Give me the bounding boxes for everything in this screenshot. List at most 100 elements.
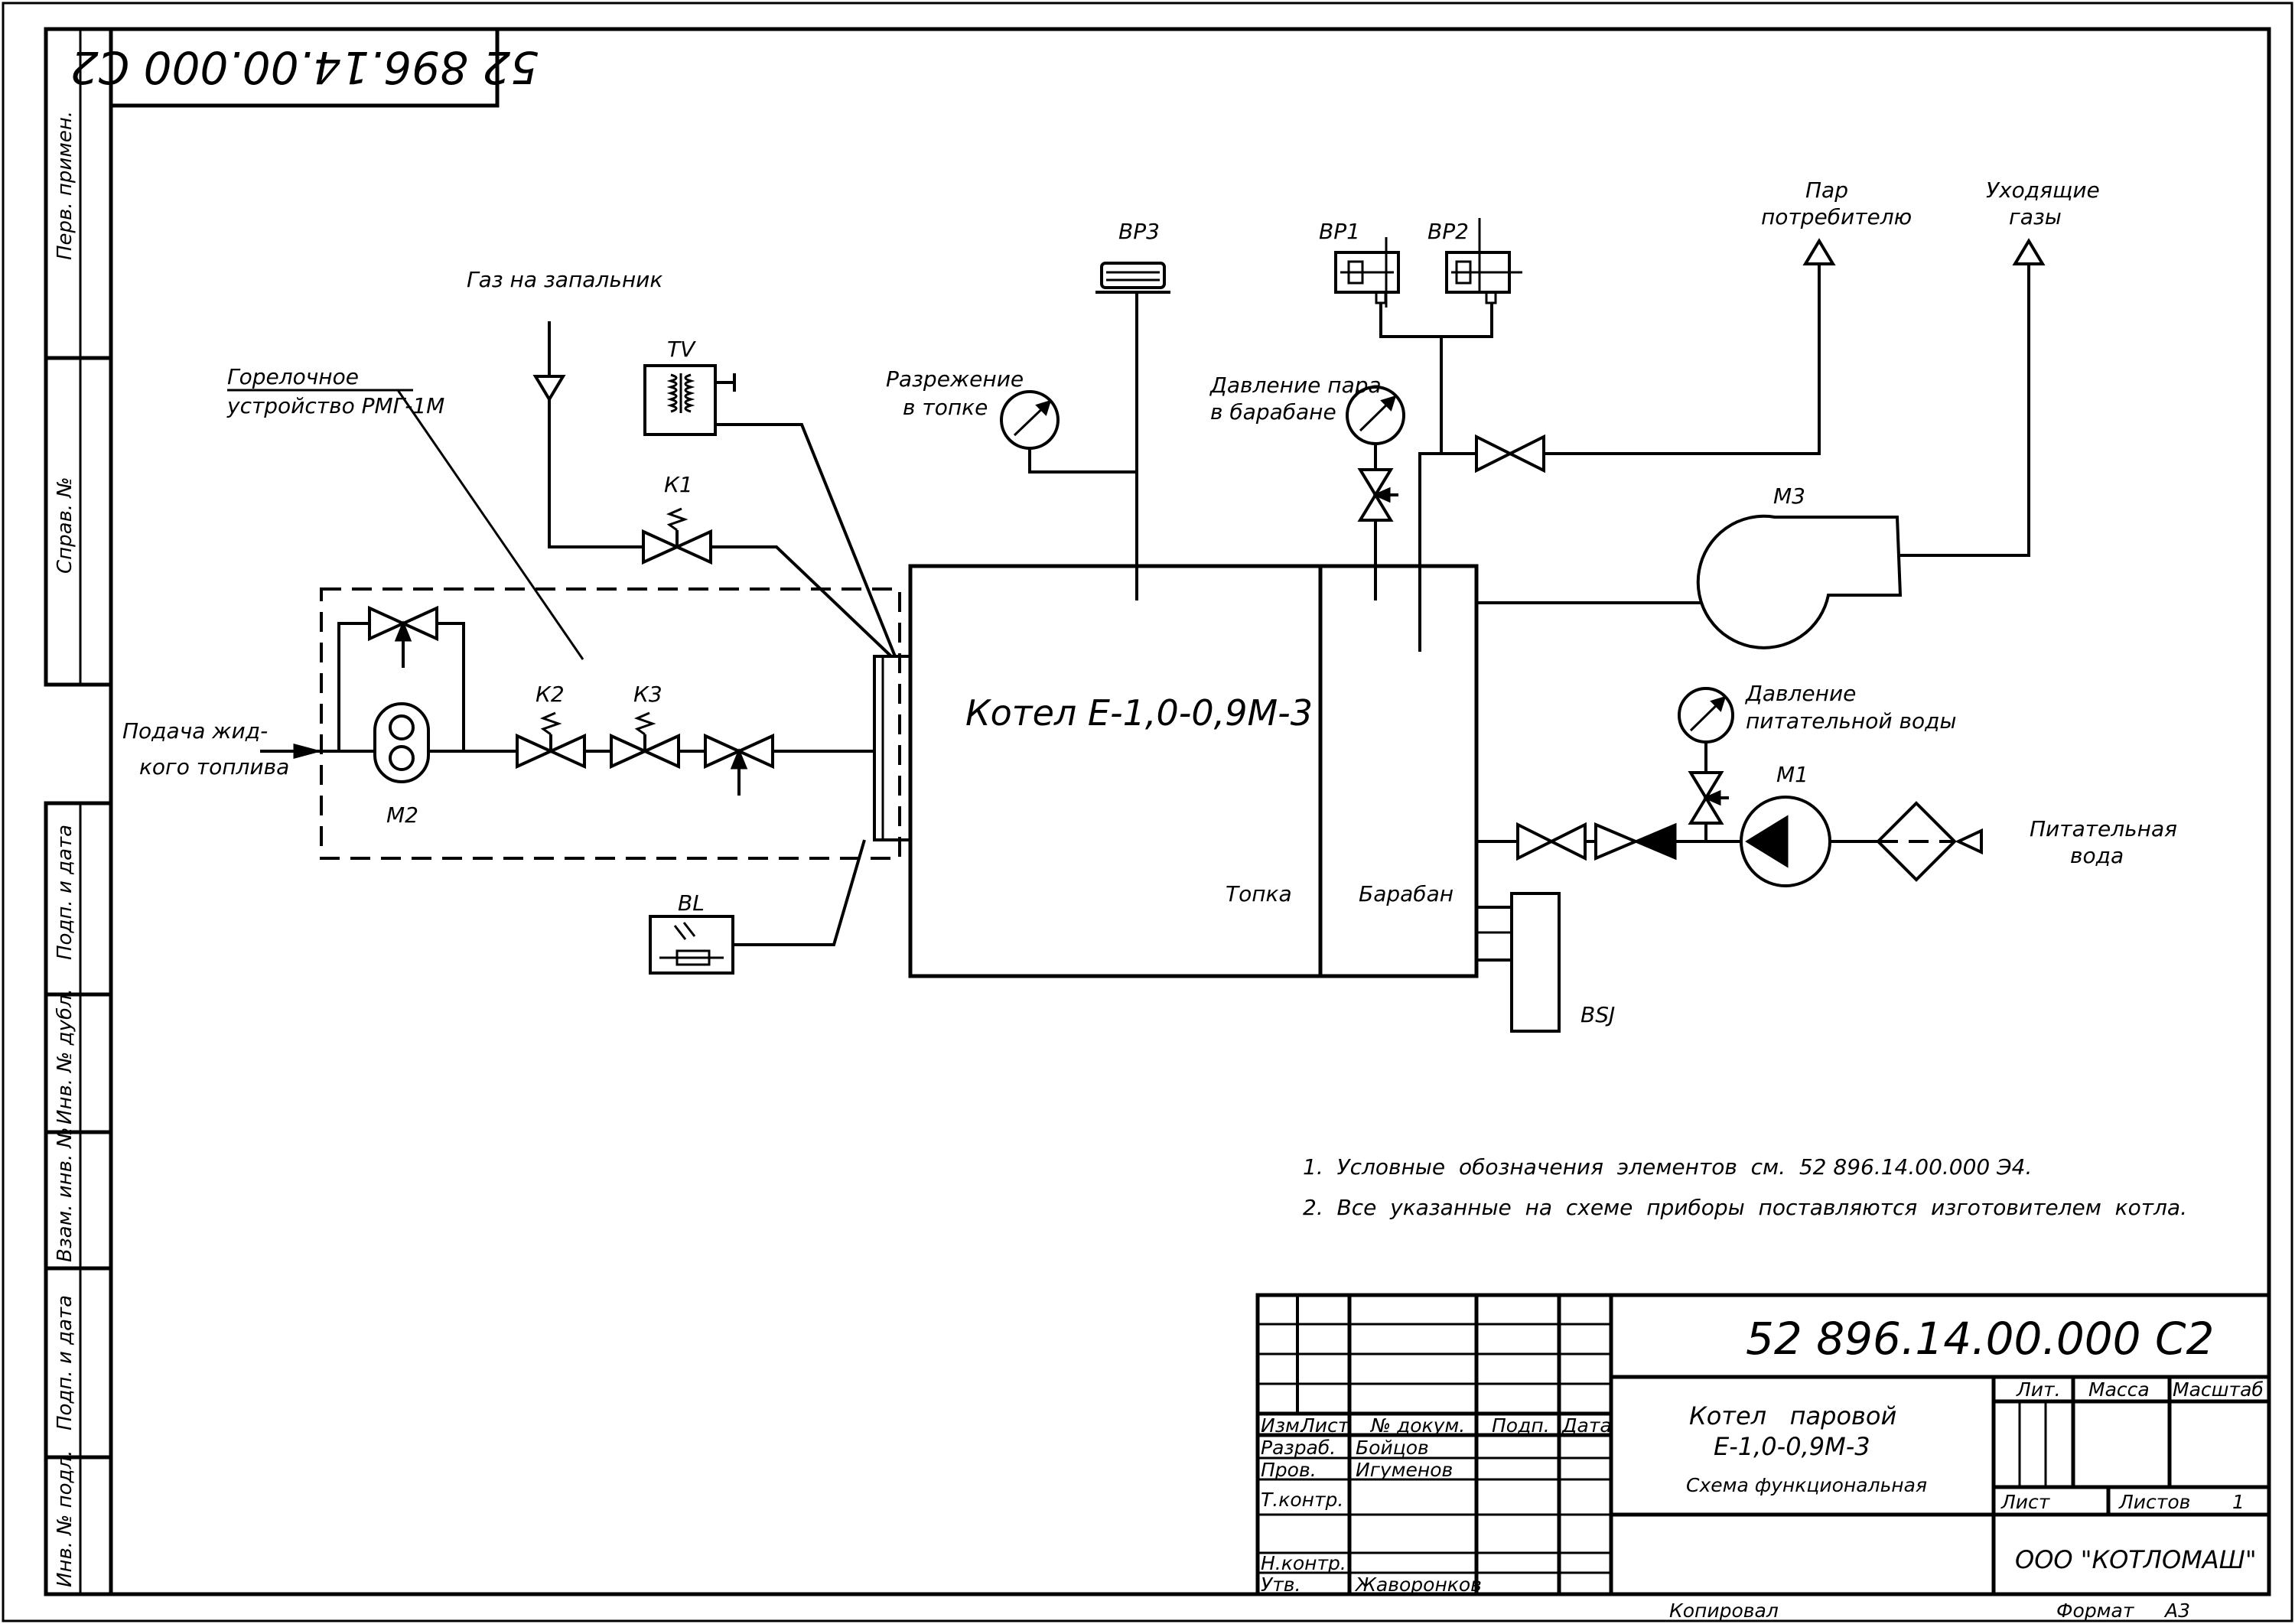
label-steam-2: потребителю: [1761, 204, 1912, 229]
gauge-furnace-vacuum: [1000, 390, 1060, 450]
label-m1: М1: [1776, 762, 1808, 787]
label-flue-2: газы: [2009, 204, 2062, 229]
fan-m3: [1696, 514, 1903, 649]
tb-name-2: Е-1,0-0,9М-3: [1714, 1432, 1870, 1461]
gauge-feedwater-valve: [1688, 771, 1729, 825]
tb-name-1: Котел паровой: [1689, 1401, 1896, 1430]
side-label-perv: Перв. примен.: [54, 111, 76, 260]
level-controller-bsj: [1476, 892, 1561, 1033]
label-boiler: Котел Е-1,0-0,9М-3: [965, 692, 1313, 734]
tb-massa: Масса: [2088, 1378, 2150, 1401]
side-label-inv-dubl: Инв. № дубл.: [54, 988, 76, 1124]
label-feed-2: кого топлива: [139, 754, 289, 779]
valve-k1: [642, 507, 712, 565]
tb-sheet: Лист: [2000, 1491, 2051, 1513]
note-2: 2. Все указанные на схеме приборы постав…: [1303, 1195, 2187, 1220]
side-label-podp-2: Подп. и дата: [54, 1295, 76, 1430]
tb-prov: Пров.: [1261, 1459, 1317, 1481]
label-flue-1: Уходящие: [1986, 177, 2100, 203]
label-k1: К1: [664, 472, 693, 497]
label-bp2: ВР2: [1427, 219, 1469, 244]
pump-m1: [1740, 796, 1831, 887]
boiler-body: [908, 564, 1479, 978]
bottom-strip: Копировал Формат А3: [1669, 1600, 2190, 1622]
feedwater-filter: [1876, 801, 1957, 882]
label-feedwater-pressure-1: Давление: [1744, 681, 1856, 706]
label-furnace: Топка: [1226, 881, 1292, 906]
label-burner-1: Горелочное: [227, 364, 359, 389]
label-m2: М2: [386, 802, 418, 828]
burner-unit-outline: [320, 587, 901, 860]
tb-nkontr: Н.контр.: [1261, 1552, 1346, 1574]
label-steam-1: Пар: [1805, 177, 1848, 203]
label-drum: Барабан: [1359, 881, 1454, 906]
steam-outlet-arrow: [1802, 238, 1836, 265]
valve-k3: [610, 711, 680, 770]
feedwater-inlet-arrow: [1955, 828, 1983, 855]
bottom-format-value: А3: [2163, 1600, 2190, 1622]
note-1: 1. Условные обозначения элементов см. 52…: [1303, 1154, 2032, 1180]
feed-check-valve: [1594, 822, 1677, 861]
label-burner-2: устройство РМГ-1М: [226, 393, 444, 418]
label-bl: BL: [678, 890, 705, 916]
tb-lit: Лит.: [2016, 1378, 2061, 1401]
side-label-vzam: Взам. инв. №: [54, 1127, 76, 1262]
transformer-tv: [643, 364, 736, 436]
label-vacuum-1: Разрежение: [886, 366, 1024, 392]
feed-valve: [1516, 822, 1587, 861]
label-bp1: ВР1: [1319, 219, 1360, 244]
bottom-format: Формат: [2056, 1600, 2135, 1622]
schematic: Газ на запальник Горелочное устройство Р…: [122, 177, 2187, 1220]
pump-m2: [373, 702, 430, 783]
valve-manual: [704, 733, 774, 796]
pressure-switch-bp3: [1095, 262, 1170, 294]
tb-razrab: Разраб.: [1261, 1437, 1336, 1459]
label-tv: TV: [667, 337, 696, 362]
label-m3: М3: [1773, 483, 1805, 509]
label-gas-igniter: Газ на запальник: [467, 267, 662, 292]
tb-col-izm: Изм.: [1261, 1414, 1306, 1437]
tb-col-sign: Подп.: [1492, 1414, 1550, 1437]
tb-tkontr: Т.контр.: [1261, 1489, 1343, 1511]
label-bsj: BSJ: [1580, 1002, 1615, 1027]
tb-designation: 52 896.14.00.000 С2: [1746, 1313, 2214, 1365]
pressure-switch-bp1: [1334, 237, 1400, 308]
tb-utv-name: Жаворонков: [1354, 1574, 1482, 1596]
side-label-podp-1: Подп. и дата: [54, 825, 76, 960]
flame-sensor-bl: [649, 915, 734, 975]
top-stamp: 52 896.14.00.000 С2: [70, 27, 539, 108]
pressure-switch-bp2: [1445, 218, 1522, 304]
gauge-drum-valve: [1357, 468, 1398, 522]
side-label-inv-podl: Инв. № подл.: [54, 1450, 76, 1587]
tb-name-3: Схема функциональная: [1686, 1474, 1927, 1496]
side-column-labels: Перв. примен. Справ. № Подп. и дата Инв.…: [54, 111, 76, 1587]
tb-org: ООО "КОТЛОМАШ": [2015, 1545, 2257, 1574]
label-vacuum-2: в топке: [903, 395, 988, 420]
tb-col-date: Дата: [1561, 1414, 1612, 1437]
valve-k2: [516, 711, 586, 770]
gas-inlet-arrow: [532, 375, 566, 402]
label-steam-pressure-2: в барабане: [1210, 399, 1336, 425]
steam-valve: [1475, 434, 1545, 474]
label-steam-pressure-1: Давление пара: [1209, 373, 1382, 398]
label-feed-1: Подача жид-: [122, 718, 268, 744]
tb-sheets-count: 1: [2232, 1491, 2245, 1513]
top-stamp-text: 52 896.14.00.000 С2: [70, 41, 539, 93]
bottom-copied: Копировал: [1669, 1600, 1779, 1622]
tb-prov-name: Игуменов: [1356, 1459, 1453, 1481]
flue-outlet-arrow: [2012, 238, 2046, 265]
side-label-sprav: Справ. №: [54, 477, 76, 574]
tb-masshtab: Масштаб: [2173, 1378, 2264, 1401]
tb-col-list: Лист: [1300, 1414, 1350, 1437]
burner-flange: [873, 655, 912, 841]
label-k3: К3: [633, 682, 662, 707]
label-bp3: ВР3: [1118, 219, 1160, 244]
title-block: 52 896.14.00.000 С2 Котел паровой Е-1,0-…: [1255, 1293, 2271, 1596]
tb-sheets: Листов: [2118, 1491, 2190, 1513]
tb-utv: Утв.: [1261, 1574, 1300, 1596]
label-feedwater-2: вода: [2070, 843, 2124, 868]
tb-razrab-name: Бойцов: [1356, 1437, 1429, 1459]
label-feedwater-1: Питательная: [2030, 816, 2177, 841]
